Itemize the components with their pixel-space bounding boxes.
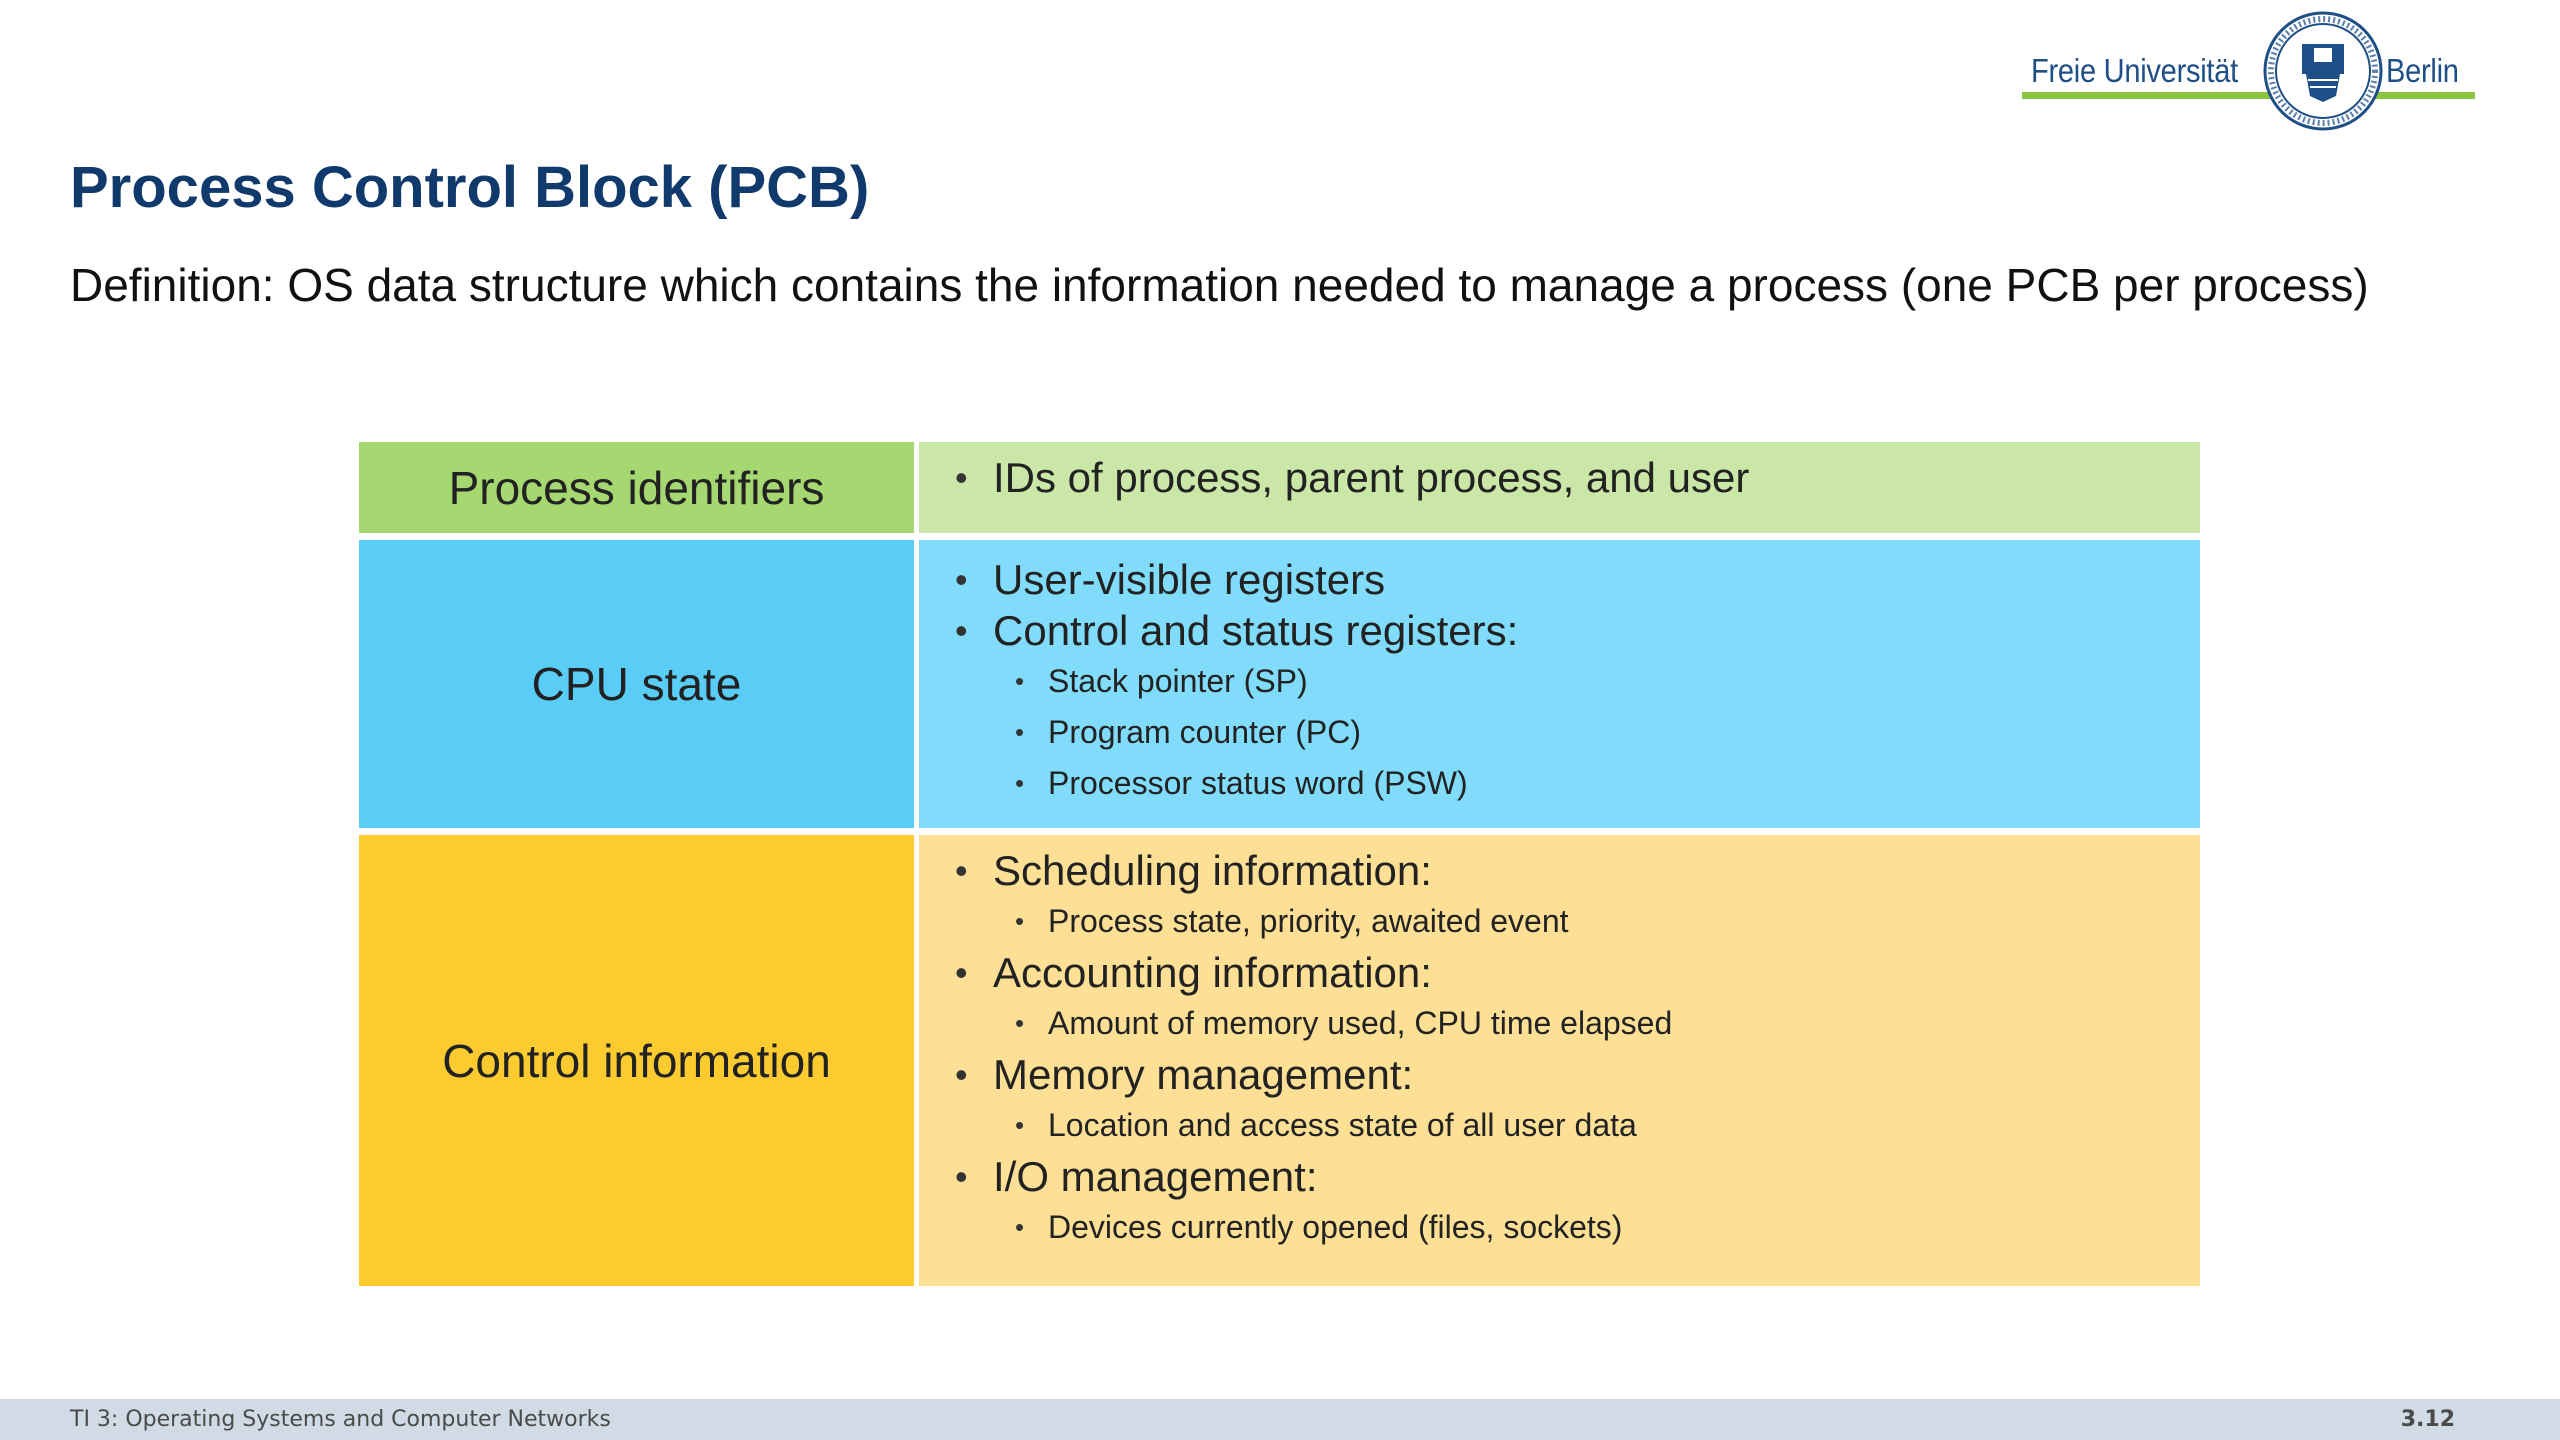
logo-left-word: Freie Universität (2031, 52, 2238, 89)
sub-list-item: Location and access state of all user da… (1015, 1100, 2200, 1151)
list-item-text: Accounting information: (993, 949, 1432, 996)
slide-definition: Definition: OS data structure which cont… (70, 259, 2369, 311)
row-content: User-visible registers Control and statu… (919, 540, 2200, 828)
sub-list-item: Program counter (PC) (1015, 707, 2200, 758)
pcb-table: Process identifiers IDs of process, pare… (359, 442, 2200, 1286)
sub-list-item: Devices currently opened (files, sockets… (1015, 1202, 2200, 1253)
sub-list-item: Process state, priority, awaited event (1015, 896, 2200, 947)
row-content: IDs of process, parent process, and user (919, 442, 2200, 533)
list-item: I/O management: Devices currently opened… (955, 1151, 2200, 1253)
university-seal-icon (2263, 11, 2383, 131)
sub-list-item: Processor status word (PSW) (1015, 758, 2200, 809)
list-item-text: Memory management: (993, 1051, 1414, 1098)
page-number: 3.12 (2400, 1407, 2455, 1432)
list-item: User-visible registers (955, 554, 2200, 605)
row-label: Process identifiers (359, 442, 914, 533)
sub-list-item: Amount of memory used, CPU time elapsed (1015, 998, 2200, 1049)
list-item: Memory management: Location and access s… (955, 1049, 2200, 1151)
sub-list-item: Stack pointer (SP) (1015, 656, 2200, 707)
row-label: Control information (359, 835, 914, 1286)
list-item: Control and status registers: Stack poin… (955, 605, 2200, 809)
university-logo: Freie Universität Berlin (2022, 10, 2475, 135)
logo-underline (2022, 92, 2475, 99)
list-item-text: I/O management: (993, 1153, 1318, 1200)
list-item: IDs of process, parent process, and user (955, 452, 2200, 503)
row-content: Scheduling information: Process state, p… (919, 835, 2200, 1286)
list-item-text: Control and status registers: (993, 607, 1519, 654)
table-row-control-information: Control information Scheduling informati… (359, 835, 2200, 1286)
slide-title: Process Control Block (PCB) (70, 155, 870, 220)
footer-course-title: TI 3: Operating Systems and Computer Net… (70, 1407, 611, 1432)
table-row-cpu-state: CPU state User-visible registers Control… (359, 540, 2200, 828)
list-item-text: Scheduling information: (993, 847, 1432, 894)
slide-footer: TI 3: Operating Systems and Computer Net… (0, 1399, 2560, 1440)
row-label: CPU state (359, 540, 914, 828)
list-item: Scheduling information: Process state, p… (955, 845, 2200, 947)
table-row-process-identifiers: Process identifiers IDs of process, pare… (359, 442, 2200, 533)
logo-right-word: Berlin (2386, 52, 2459, 89)
list-item: Accounting information: Amount of memory… (955, 947, 2200, 1049)
